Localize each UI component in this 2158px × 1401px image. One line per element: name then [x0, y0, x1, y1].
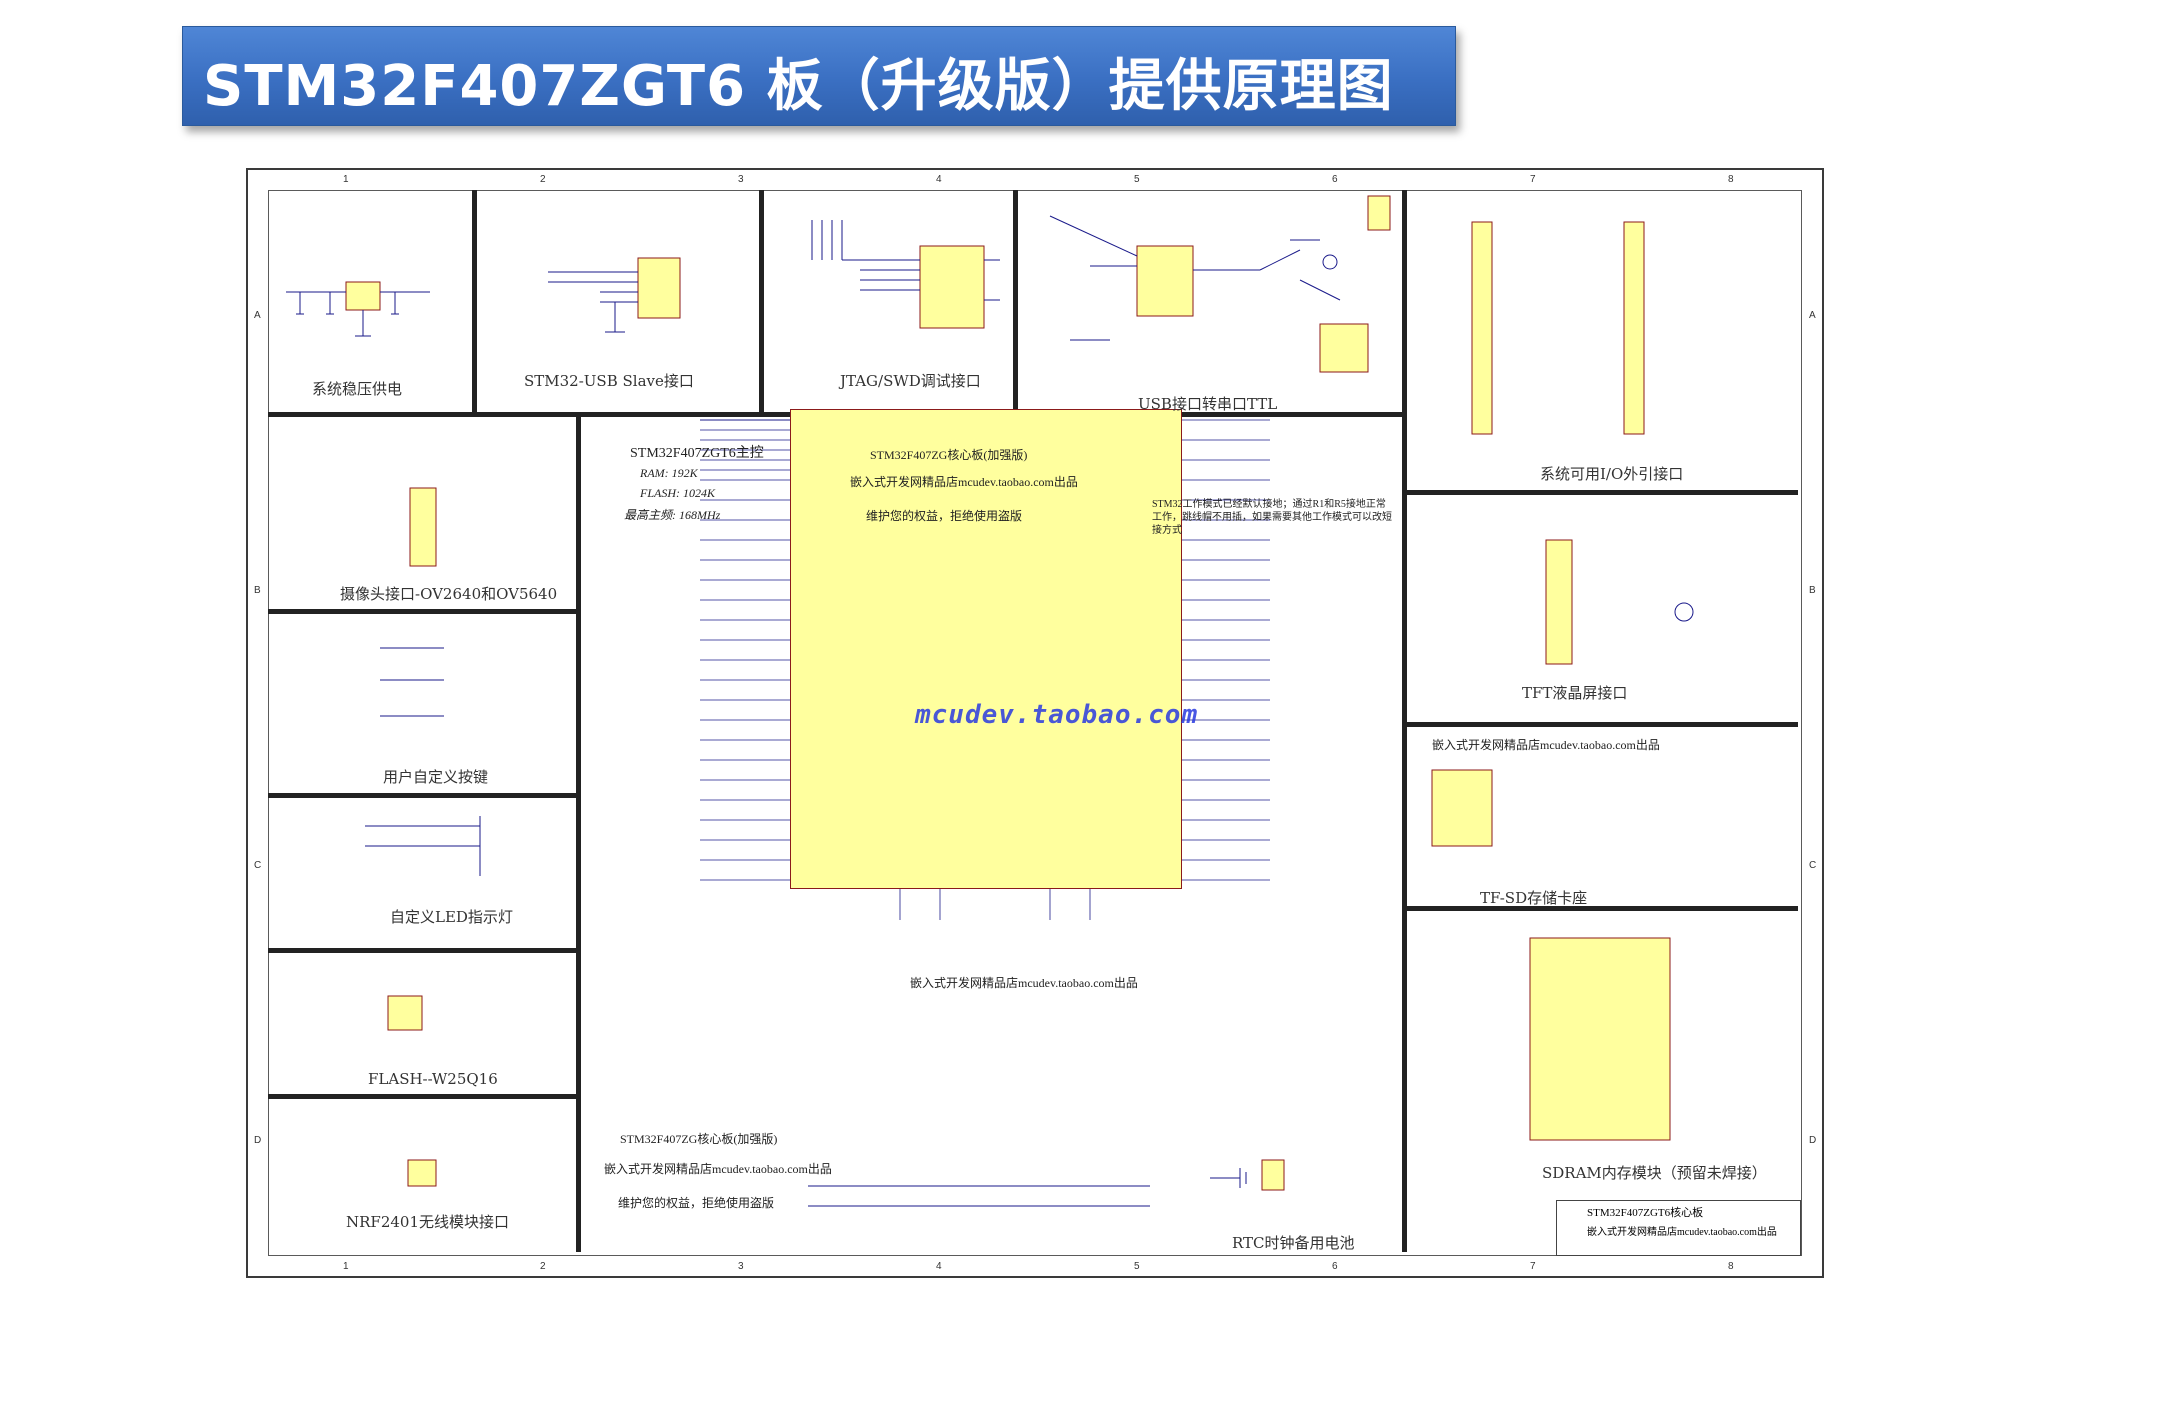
bottom-shop: 嵌入式开发网精品店mcudev.taobao.com出品 — [604, 1162, 832, 1176]
zone-row-b-right: B — [1809, 585, 1816, 596]
mcu-shop: 嵌入式开发网精品店mcudev.taobao.com出品 — [850, 475, 1078, 489]
zone-col-6-bottom: 6 — [1332, 1261, 1338, 1272]
caption-jtag: JTAG/SWD调试接口 — [840, 372, 981, 390]
divider — [268, 1094, 578, 1099]
zone-row-b: B — [254, 585, 261, 596]
zone-row-c-right: C — [1809, 860, 1817, 871]
divider — [1402, 190, 1407, 1252]
zone-col-4-bottom: 4 — [936, 1261, 942, 1272]
zone-col-4: 4 — [936, 174, 942, 185]
mcu-rights: 维护您的权益，拒绝使用盗版 — [866, 509, 1023, 523]
zone-row-d: D — [254, 1135, 262, 1146]
caption-tfsd: TF-SD存储卡座 — [1480, 889, 1588, 907]
zone-col-1: 1 — [343, 174, 349, 185]
slide-title: STM32F407ZGT6 板（升级版）提供原理图 — [203, 54, 1394, 119]
mcu-ram: RAM: 192K — [640, 466, 698, 480]
mcu-chip-shop: 嵌入式开发网精品店mcudev.taobao.com出品 — [910, 976, 1138, 990]
divider — [472, 190, 477, 414]
title-block-shop: 嵌入式开发网精品店mcudev.taobao.com出品 — [1587, 1227, 1777, 1238]
schematic-frame — [268, 190, 1802, 1256]
mcu-flash: FLASH: 1024K — [640, 486, 715, 500]
zone-col-2-bottom: 2 — [540, 1261, 546, 1272]
title-block-title: STM32F407ZGT6核心板 — [1587, 1207, 1704, 1219]
mcu-heading: STM32F407ZGT6主控 — [630, 446, 764, 461]
caption-usb-slave: STM32-USB Slave接口 — [524, 372, 694, 390]
zone-col-3: 3 — [738, 174, 744, 185]
mcu-chip — [790, 409, 1182, 889]
caption-camera: 摄像头接口-OV2640和OV5640 — [340, 585, 558, 603]
caption-tft: TFT液晶屏接口 — [1522, 684, 1628, 702]
divider — [759, 190, 764, 414]
tfsd-shop: 嵌入式开发网精品店mcudev.taobao.com出品 — [1432, 738, 1660, 752]
zone-col-3-bottom: 3 — [738, 1261, 744, 1272]
caption-keys: 用户自定义按键 — [383, 768, 489, 786]
divider — [268, 609, 578, 614]
caption-sdram: SDRAM内存模块（预留未焊接） — [1542, 1164, 1767, 1182]
zone-col-7: 7 — [1530, 174, 1536, 185]
mcu-freq: 最高主频: 168MHz — [624, 508, 721, 522]
divider — [576, 414, 581, 1252]
zone-col-7-bottom: 7 — [1530, 1261, 1536, 1272]
divider — [268, 793, 578, 798]
zone-row-c: C — [254, 860, 262, 871]
divider — [1013, 190, 1018, 414]
zone-col-8-bottom: 8 — [1728, 1261, 1734, 1272]
zone-col-5: 5 — [1134, 174, 1140, 185]
caption-nrf: NRF2401无线模块接口 — [346, 1213, 510, 1231]
caption-flash: FLASH--W25Q16 — [368, 1070, 498, 1088]
zone-row-a: A — [254, 310, 261, 321]
caption-io-header: 系统可用I/O外引接口 — [1540, 465, 1684, 483]
bottom-rights: 维护您的权益，拒绝使用盗版 — [618, 1196, 775, 1210]
bottom-core-board: STM32F407ZG核心板(加强版) — [620, 1132, 778, 1146]
divider — [268, 948, 578, 953]
divider — [1404, 722, 1798, 727]
zone-col-1-bottom: 1 — [343, 1261, 349, 1272]
divider — [1404, 906, 1798, 911]
title-block: STM32F407ZGT6核心板 嵌入式开发网精品店mcudev.taobao.… — [1556, 1200, 1801, 1256]
title-banner: STM32F407ZGT6 板（升级版）提供原理图 — [182, 26, 1456, 126]
zone-col-6: 6 — [1332, 174, 1338, 185]
zone-col-2: 2 — [540, 174, 546, 185]
zone-col-5-bottom: 5 — [1134, 1261, 1140, 1272]
divider — [1404, 490, 1798, 495]
caption-power: 系统稳压供电 — [312, 380, 403, 398]
watermark: mcudev.taobao.com — [915, 700, 1199, 730]
zone-row-a-right: A — [1809, 310, 1816, 321]
caption-leds: 自定义LED指示灯 — [390, 908, 513, 926]
zone-row-d-right: D — [1809, 1135, 1817, 1146]
mcu-core-board: STM32F407ZG核心板(加强版) — [870, 448, 1028, 462]
caption-rtc: RTC时钟备用电池 — [1232, 1234, 1355, 1252]
caption-usb-ttl: USB接口转串口TTL — [1138, 395, 1278, 413]
zone-col-8: 8 — [1728, 174, 1734, 185]
boot-note: STM32工作模式已经默认接地；通过R1和R5接地正常工作，跳线帽不用插，如果需… — [1152, 499, 1392, 536]
